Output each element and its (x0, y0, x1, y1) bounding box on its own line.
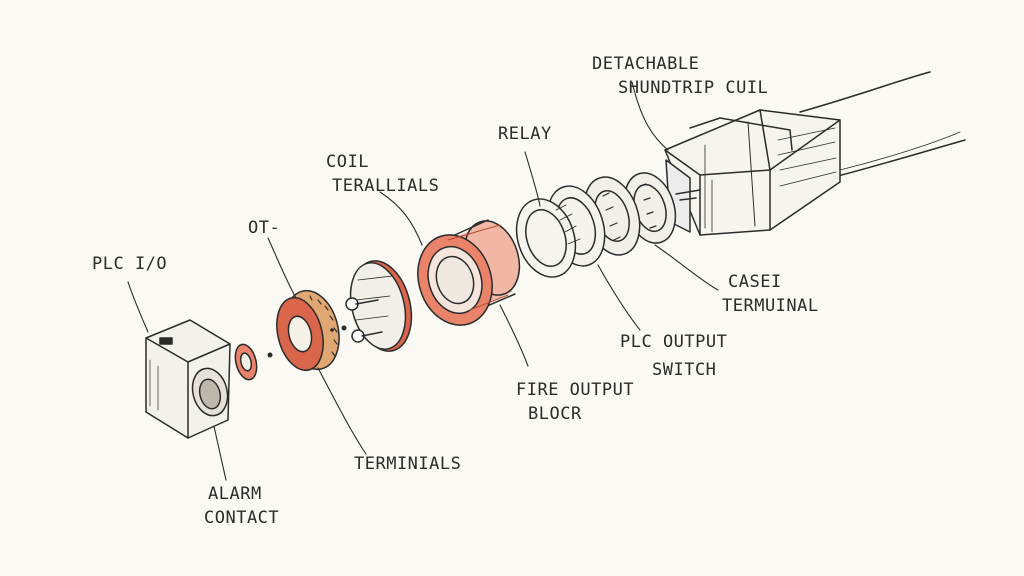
small-washer (234, 343, 258, 381)
label-plc-output-switch: PLC OUTPUT SWITCH (620, 330, 727, 382)
label-line: CONTACT (204, 508, 280, 528)
label-line: PLC OUTPUT (620, 332, 728, 352)
label-line: CASEI (728, 272, 782, 292)
label-alarm-contact: ALARM CONTACT (204, 482, 279, 530)
axis-dots (267, 325, 347, 358)
label-line: DETACHABLE (592, 54, 700, 74)
label-fire-output-block: FIRE OUTPUT BLOCR (516, 378, 634, 426)
label-plc-io: PLC I/O (92, 254, 168, 274)
plc-io-block (145, 319, 231, 439)
relay-rings (515, 172, 677, 278)
label-line: COIL (326, 152, 369, 172)
label-line: TERALLIALS (332, 176, 440, 196)
label-detachable-shunt-trip-coil: DETACHABLE SHUNDTRIP CUIL (592, 52, 768, 100)
label-line: FIRE OUTPUT (516, 380, 635, 400)
shunt-trip-coil-housing (664, 109, 841, 236)
label-line: BLOCR (528, 404, 582, 424)
label-terminials: TERMINIALS (354, 454, 462, 474)
label-ot: OT- (248, 218, 281, 238)
label-line: SWITCH (652, 360, 717, 380)
label-relay: RELAY (498, 124, 552, 144)
leader-lines (127, 81, 719, 481)
label-line: TERMUINAL (722, 296, 819, 316)
terminal-plate (345, 260, 413, 352)
label-coil-terminals: COIL TERALLIALS (326, 150, 439, 198)
coil-cylinder (417, 219, 521, 326)
cable (799, 71, 966, 177)
terminal-gear-ring (276, 289, 340, 372)
label-casei-terminal: CASEI TERMUINAL (722, 270, 819, 318)
label-line: SHUNDTRIP CUIL (618, 78, 769, 98)
label-line: ALARM (208, 484, 262, 504)
